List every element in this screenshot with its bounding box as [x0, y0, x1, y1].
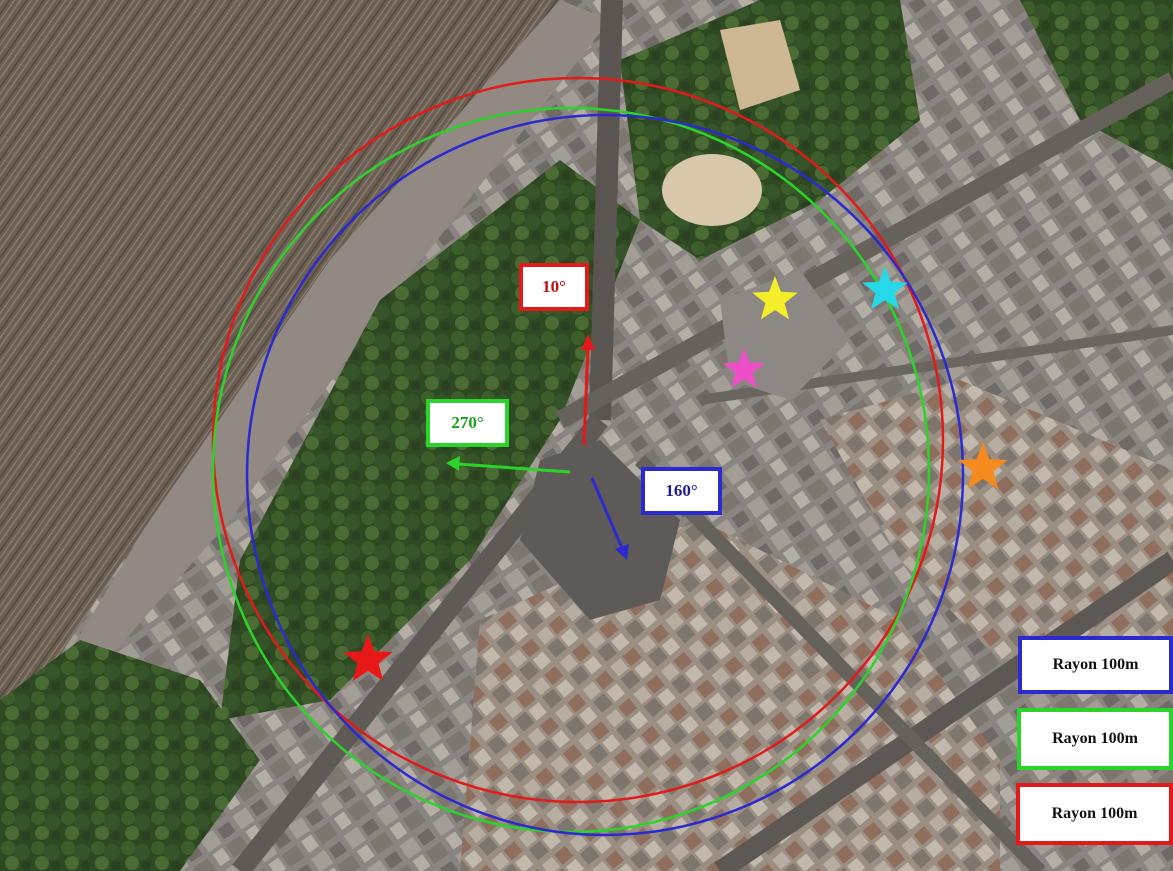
legend-item-label: Rayon 100m [1052, 730, 1138, 747]
legend-item-label: Rayon 100m [1051, 805, 1138, 822]
azimuth-label-270: 270° [426, 399, 509, 447]
azimuth-label-10: 10° [519, 263, 589, 311]
legend-item-label: Rayon 100m [1052, 656, 1139, 673]
legend-item-blue: Rayon 100m [1018, 636, 1173, 694]
star-icon [958, 442, 1008, 489]
star-icon [723, 348, 765, 388]
azimuth-arrow-270 [446, 456, 571, 474]
star-icon [752, 276, 798, 320]
azimuth-arrow-160 [590, 477, 629, 560]
coverage-circle-green [211, 106, 931, 834]
star-icon [862, 266, 908, 310]
star-icon [343, 634, 393, 681]
azimuth-label-160: 160° [641, 467, 722, 515]
legend-item-red: Rayon 100m [1016, 783, 1173, 845]
legend-item-green: Rayon 100m [1017, 708, 1173, 770]
azimuth-arrow-10 [581, 334, 595, 446]
coverage-circle-blue [245, 113, 965, 837]
